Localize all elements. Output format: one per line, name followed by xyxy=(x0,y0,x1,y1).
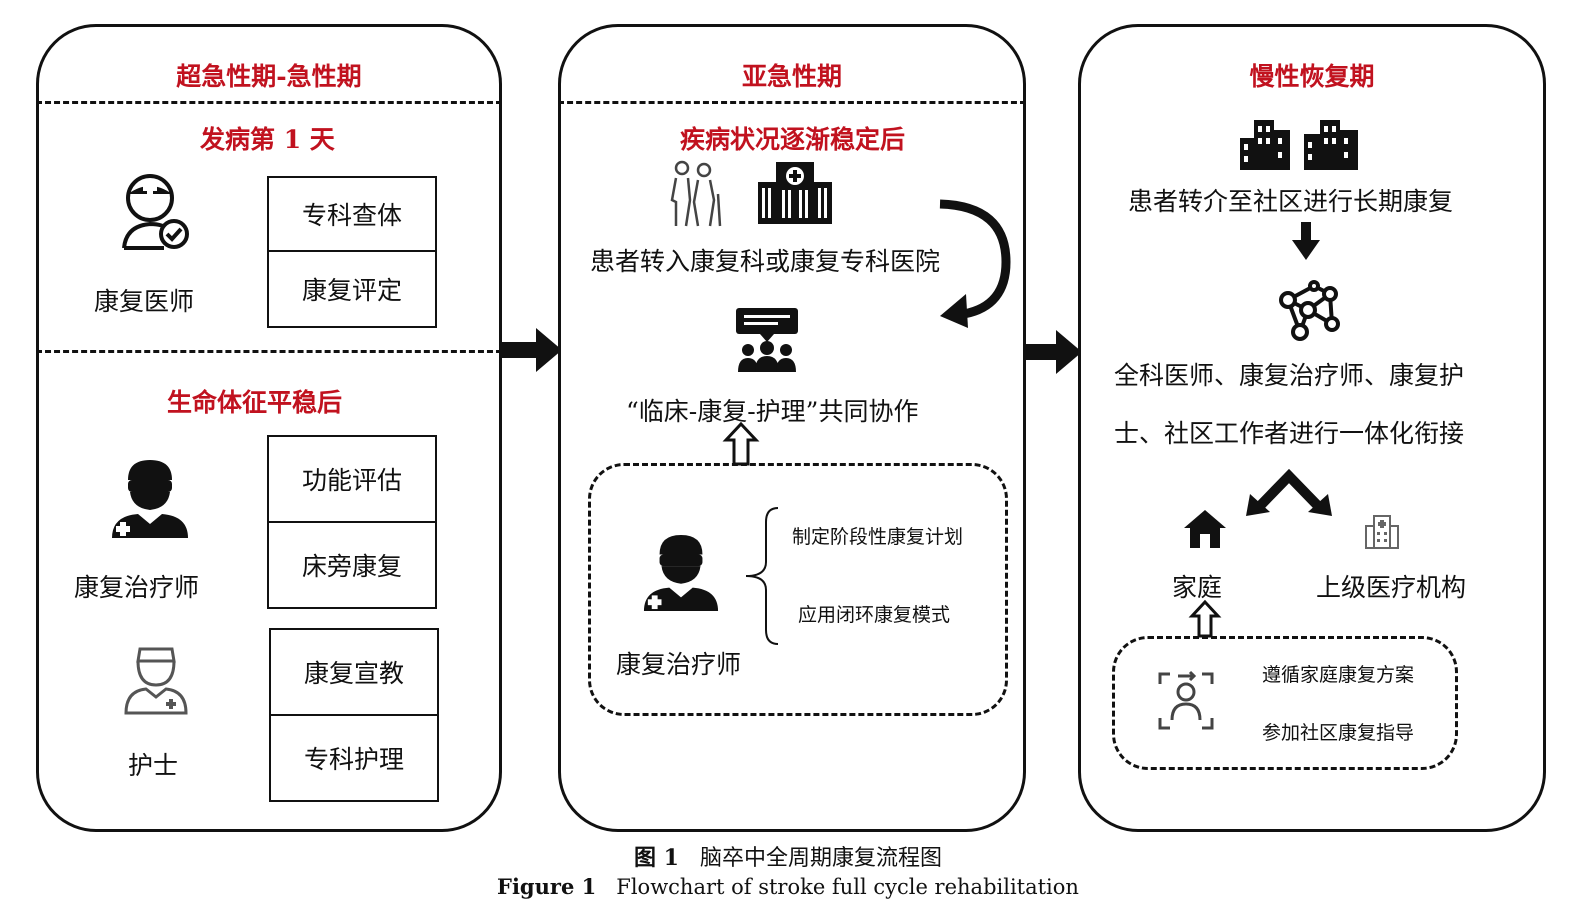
divider xyxy=(36,101,502,104)
divider xyxy=(558,101,1026,104)
caption-en-text: Flowchart of stroke full cycle rehabilit… xyxy=(616,875,1079,899)
therapist-icon xyxy=(643,534,719,611)
task-box: 康复宣教 xyxy=(269,628,439,716)
network-icon xyxy=(1279,280,1340,341)
nurse-icon xyxy=(124,647,188,715)
hospital-label: 上级医疗机构 xyxy=(1316,573,1467,602)
task-box: 康复评定 xyxy=(267,250,437,328)
team-text-line1: 全科医师、康复治疗师、康复护 xyxy=(1114,361,1465,390)
task-box: 床旁康复 xyxy=(267,521,437,609)
collab-text: “临床-康复-护理”共同协作 xyxy=(626,397,919,426)
nurse-label: 护士 xyxy=(128,751,179,780)
therapist-task: 应用闭环康复模式 xyxy=(798,604,951,626)
hospital-icon xyxy=(758,162,832,224)
caption-en: Figure 1 Flowchart of stroke full cycle … xyxy=(0,874,1576,899)
panel-chronic-header: 慢性恢复期 xyxy=(1249,62,1375,91)
home-icon xyxy=(1184,510,1226,548)
caption-cn-text: 脑卒中全周期康复流程图 xyxy=(699,846,942,871)
home-dashed-box xyxy=(1112,636,1458,770)
hollow-up-arrow xyxy=(722,421,760,466)
elderly-patient-icon xyxy=(670,160,722,227)
community-text: 患者转介至社区进行长期康复 xyxy=(1128,187,1454,216)
task-box: 专科查体 xyxy=(267,176,437,252)
therapist-dashed-box xyxy=(588,463,1008,716)
down-arrow xyxy=(1292,222,1320,260)
transfer-text: 患者转入康复科或康复专科医院 xyxy=(590,247,941,276)
team-text-line2: 士、社区工作者进行一体化衔接 xyxy=(1114,419,1465,448)
divider xyxy=(36,350,502,353)
city-buildings-icon xyxy=(1240,120,1358,170)
home-task: 遵循家庭康复方案 xyxy=(1262,664,1415,686)
panel-subacute: 亚急性期 xyxy=(558,24,1026,832)
section-title: 疾病状况逐渐稳定后 xyxy=(680,125,906,154)
hollow-up-arrow xyxy=(1188,599,1222,638)
panel-subacute-header: 亚急性期 xyxy=(741,62,842,91)
task-box: 功能评估 xyxy=(267,435,437,523)
therapist-icon xyxy=(112,460,188,538)
physician-label: 康复医师 xyxy=(94,287,195,316)
flow-arrow-right xyxy=(502,328,562,372)
home-task: 参加社区康复指导 xyxy=(1262,722,1415,744)
doctor-icon xyxy=(122,174,189,250)
circular-arrow-icon xyxy=(939,199,1011,328)
therapist-label: 康复治疗师 xyxy=(74,573,200,602)
family-care-icon xyxy=(1158,670,1214,730)
caption-en-prefix: Figure 1 xyxy=(497,874,597,899)
panel-acute-header: 超急性期-急性期 xyxy=(176,62,362,91)
flow-arrow-right xyxy=(1026,330,1082,374)
caption-cn-prefix: 图 1 xyxy=(634,845,679,871)
therapist-label: 康复治疗师 xyxy=(616,650,742,679)
brace xyxy=(745,507,779,645)
caption-cn: 图 1 脑卒中全周期康复流程图 xyxy=(0,840,1576,872)
small-hospital-icon xyxy=(1365,515,1399,549)
team-meeting-icon xyxy=(736,308,798,372)
task-box: 专科护理 xyxy=(269,714,439,802)
therapist-task: 制定阶段性康复计划 xyxy=(792,526,964,548)
split-arrows xyxy=(1246,468,1332,516)
section-title: 生命体征平稳后 xyxy=(167,388,343,417)
section-title: 发病第 1 天 xyxy=(200,125,335,154)
home-label: 家庭 xyxy=(1172,573,1223,602)
